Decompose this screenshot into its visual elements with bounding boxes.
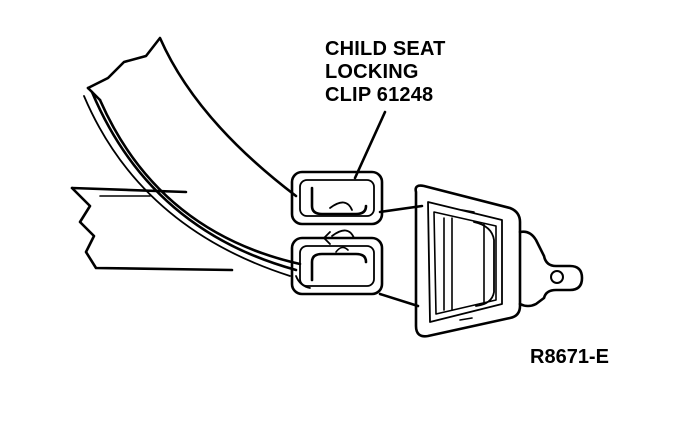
latch-plate [414, 184, 584, 338]
figure-id: R8671-E [530, 346, 609, 368]
shoulder-belt [83, 36, 302, 277]
callout-line-2: LOCKING [325, 61, 419, 83]
callout-line-3: CLIP 61248 [325, 84, 434, 106]
callout-leader-line [353, 110, 387, 180]
lap-belt [70, 186, 234, 272]
clip-callout-label: CHILD SEAT LOCKING CLIP 61248 [325, 38, 446, 107]
callout-line-1: CHILD SEAT [325, 38, 446, 60]
locking-clip [290, 170, 384, 296]
